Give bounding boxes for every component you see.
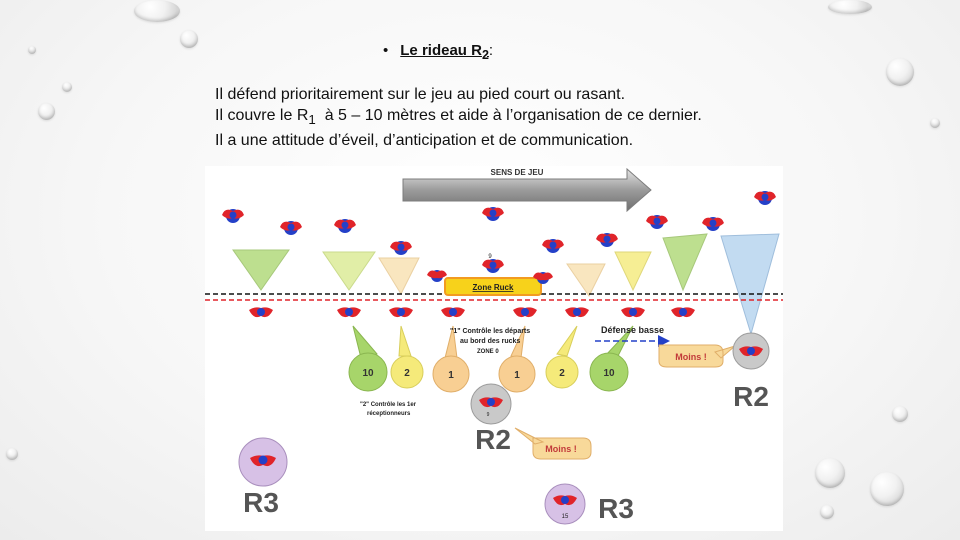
- heading-text: Le rideau R: [400, 42, 482, 59]
- slide-heading: • Le rideau R2:: [383, 42, 493, 62]
- water-drop-decoration: [38, 103, 55, 120]
- note-1-line-2: au bord des rucks: [460, 338, 520, 345]
- attacker-player: [222, 209, 244, 223]
- sens-de-jeu-arrow: [402, 167, 652, 213]
- coverage-cone: [378, 257, 420, 296]
- note-1-line-3: ZONE 0: [477, 349, 499, 355]
- defender-player: [441, 307, 465, 318]
- zone-circle-label: 1: [448, 370, 454, 381]
- defender-player: [565, 307, 589, 318]
- zone-ruck-label: Zone Ruck: [473, 283, 514, 292]
- water-drop-decoration: [134, 0, 180, 22]
- attacker-player: [702, 217, 724, 231]
- moins-label-center: Moins !: [545, 444, 577, 454]
- water-drop-decoration: [815, 458, 845, 488]
- r3-player-left-icon: [250, 455, 276, 467]
- coverage-cone: [322, 251, 376, 291]
- zone-pointer: [556, 325, 578, 357]
- zone-circle-label: 10: [603, 368, 615, 379]
- body-line-1: Il défend prioritairement sur le jeu au …: [215, 86, 626, 103]
- defender-player: [249, 307, 273, 318]
- water-drop-decoration: [892, 406, 908, 422]
- attacker-player: [482, 259, 504, 273]
- defense-diagram: SENS DE JEU Zone Ruck 9 10 2 1 1: [205, 166, 783, 531]
- water-drop-decoration: [62, 82, 72, 92]
- zone-circle-10-right: [589, 352, 629, 392]
- zone-pointer: [398, 325, 412, 357]
- attacker-player: [280, 221, 302, 235]
- attacker-player: [334, 219, 356, 233]
- r3-label-bottom: R3: [598, 493, 634, 524]
- note-2-line-1: "2" Contrôle les 1er: [360, 402, 417, 408]
- zone-circle-2-left: [390, 355, 424, 389]
- zone-circle-label: 2: [559, 368, 565, 379]
- zone-circle-1-right: [498, 355, 536, 393]
- zone-circle-1-left: [432, 355, 470, 393]
- body-line-2: Il couvre le R1 à 5 – 10 mètres et aide …: [215, 105, 702, 130]
- zone-ruck: [444, 277, 542, 296]
- defender-player: [671, 307, 695, 318]
- slide-body: Il défend prioritairement sur le jeu au …: [215, 84, 702, 151]
- moins-label-right: Moins !: [675, 352, 707, 362]
- heading-title: Le rideau R2: [400, 42, 489, 62]
- coverage-cone: [614, 251, 652, 292]
- r3-label-left: R3: [243, 487, 279, 518]
- attacker-player: [390, 241, 412, 255]
- sens-de-jeu-label: SENS DE JEU: [491, 168, 544, 177]
- moins-callout-center: [514, 427, 592, 460]
- attacker-player: [596, 233, 618, 247]
- coverage-cone: [566, 263, 606, 297]
- defender-player: [621, 307, 645, 318]
- water-drop-decoration: [28, 46, 36, 54]
- r3-player-bottom-icon: [553, 495, 577, 506]
- r2-player-center-icon: [479, 397, 503, 408]
- note-1-line-1: "1" Contrôle les départs: [450, 328, 530, 335]
- r2-label-right: R2: [733, 381, 769, 412]
- bullet-marker: •: [383, 42, 389, 59]
- body-line-2-subscript: 1: [308, 112, 316, 128]
- zone-circle-10-left: [348, 352, 388, 392]
- attacker-player: [542, 239, 564, 253]
- r2-player-right-icon: [739, 346, 763, 357]
- water-drop-decoration: [180, 30, 198, 48]
- water-drop-decoration: [828, 0, 872, 14]
- r2-label-center: R2: [475, 424, 511, 455]
- zone-circle-2-right: [545, 355, 579, 389]
- heading-colon: :: [488, 42, 494, 59]
- zone-circle-label: 10: [362, 368, 374, 379]
- attacker-player: [754, 191, 776, 205]
- moins-callout-right: [658, 344, 736, 368]
- water-drop-decoration: [820, 505, 834, 519]
- defense-basse-label: Défense basse: [601, 325, 664, 335]
- body-line-2-end: à 5 – 10 mètres et aide à l’organisation…: [315, 107, 702, 124]
- water-drop-decoration: [930, 118, 940, 128]
- water-drop-decoration: [886, 58, 914, 86]
- attacker-player: [427, 270, 447, 282]
- note-2-line-2: réceptionneurs: [367, 411, 411, 417]
- coverage-cone: [662, 233, 708, 292]
- defender-player: [337, 307, 361, 318]
- defender-player: [513, 307, 537, 318]
- heading-subscript: 2: [481, 48, 489, 62]
- defender-player: [389, 307, 413, 318]
- attacker-player: [646, 215, 668, 229]
- zone-circle-label: 1: [514, 370, 520, 381]
- player-15-number: 15: [562, 514, 569, 520]
- defense-diagram-svg: SENS DE JEU Zone Ruck 9 10 2 1 1: [205, 167, 783, 525]
- attacker-player: [533, 272, 553, 284]
- zone-circle-label: 2: [404, 368, 410, 379]
- body-line-2-start: Il couvre le R: [215, 107, 309, 124]
- coverage-cone: [232, 249, 290, 291]
- player-9-mid-number: 9: [487, 412, 490, 418]
- player-9-number: 9: [488, 254, 492, 260]
- attacker-player: [482, 207, 504, 221]
- body-line-3: Il a une attitude d’éveil, d’anticipatio…: [215, 132, 634, 150]
- water-drop-decoration: [6, 448, 18, 460]
- water-drop-decoration: [870, 472, 904, 506]
- coverage-cone: [720, 233, 780, 336]
